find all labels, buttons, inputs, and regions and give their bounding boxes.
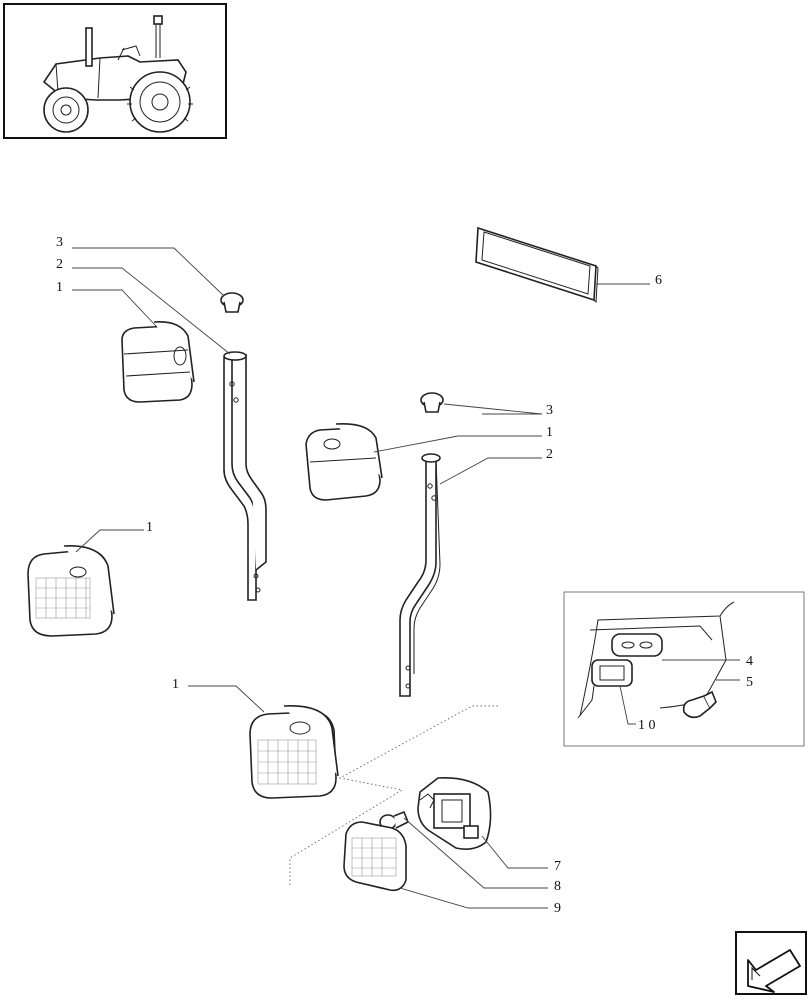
callout-9: 9 xyxy=(554,901,561,916)
callout-10: 1 0 xyxy=(638,718,656,733)
grommet-right xyxy=(420,392,444,413)
callout-5: 5 xyxy=(746,675,753,690)
work-lamp-upper-left xyxy=(121,320,195,403)
callout-2-right: 2 xyxy=(546,447,553,462)
tractor-thumbnail-icon[interactable] xyxy=(3,3,227,139)
callout-1-bottom: 1 xyxy=(172,677,179,692)
callout-3-right: 3 xyxy=(546,403,553,418)
reflector-strip xyxy=(475,226,599,304)
lamp-bulb xyxy=(379,810,410,830)
arrow-down-left-icon[interactable] xyxy=(735,931,807,995)
lamp-housing-cover xyxy=(417,776,492,850)
detail-inset xyxy=(563,591,805,747)
callout-1-left-mid: 1 xyxy=(146,520,153,535)
lamp-bracket-left xyxy=(223,351,267,601)
lamp-lens xyxy=(343,821,407,892)
callout-6: 6 xyxy=(655,273,662,288)
grommet-left xyxy=(220,292,244,313)
work-lamp-center xyxy=(305,422,383,501)
callout-1-left-top: 1 xyxy=(56,280,63,295)
callout-8: 8 xyxy=(554,879,561,894)
callout-1-right: 1 xyxy=(546,425,553,440)
callout-2-left: 2 xyxy=(56,257,63,272)
work-lamp-lower xyxy=(249,705,339,799)
callout-4: 4 xyxy=(746,654,753,669)
lamp-bracket-right xyxy=(399,453,441,697)
callout-3-left: 3 xyxy=(56,235,63,250)
work-lamp-left xyxy=(27,545,115,637)
callout-7: 7 xyxy=(554,859,561,874)
